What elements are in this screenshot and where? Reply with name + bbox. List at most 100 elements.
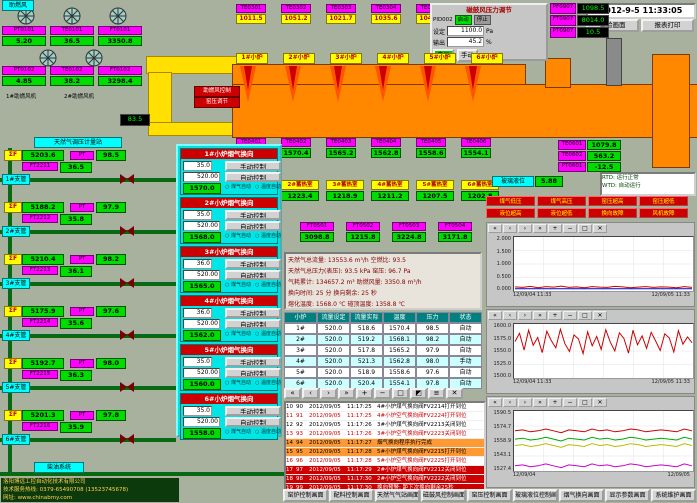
status-alarm-button[interactable]: 换向故障: [588, 208, 637, 218]
chart-toolbar-button[interactable]: ‹: [503, 311, 517, 320]
table-row[interactable]: 1# 520.0 518.6 1570.4 98.5 自动: [284, 323, 482, 334]
chart-toolbar-button[interactable]: »: [533, 311, 547, 320]
time-set-input[interactable]: 35.0: [183, 357, 212, 367]
time-set-input[interactable]: 36.0: [183, 259, 212, 269]
flow-set-input[interactable]: 520.00: [183, 417, 220, 427]
chart-toolbar-button[interactable]: +: [548, 224, 562, 233]
set-value-input[interactable]: 1100.0: [447, 26, 485, 36]
screen-button[interactable]: 报表打印: [641, 19, 694, 32]
gas-auto-radio[interactable]: 煤气自动: [225, 380, 251, 387]
chart-toolbar-button[interactable]: ✕: [593, 224, 607, 233]
temp-auto-radio[interactable]: 温度自动: [255, 282, 281, 289]
auto-control-button[interactable]: 自动控制: [225, 172, 281, 182]
manual-control-button[interactable]: 手动控制: [225, 406, 281, 416]
toolbar-icon-button[interactable]: ✕: [446, 388, 463, 399]
chart-toolbar-button[interactable]: −: [563, 224, 577, 233]
chart-toolbar-button[interactable]: □: [578, 398, 592, 407]
toolbar-icon-button[interactable]: +: [356, 388, 373, 399]
chart-toolbar-button[interactable]: ‹: [503, 224, 517, 233]
nav-screen-button[interactable]: 窑压控制画面: [467, 489, 512, 502]
chart-toolbar-button[interactable]: «: [488, 398, 502, 407]
status-alarm-button[interactable]: 液位超低: [537, 208, 586, 218]
toolbar-icon-button[interactable]: «: [284, 388, 301, 399]
chart-toolbar-button[interactable]: ✕: [593, 398, 607, 407]
alarm-row[interactable]: 12 92 2012/09/05 11:17:26 3#小炉煤气换向阀FV221…: [286, 421, 484, 430]
status-alarm-button[interactable]: 窑压超低: [639, 196, 688, 206]
chart-toolbar-button[interactable]: »: [533, 398, 547, 407]
alarm-row[interactable]: 13 93 2012/09/05 11:17:26 3#小炉空气换向阀FV222…: [286, 430, 484, 439]
alarm-row[interactable]: 17 97 2012/09/05 11:17:29 2#小炉煤气换向阀FV221…: [286, 466, 484, 475]
valve-icon[interactable]: [120, 225, 134, 237]
nav-screen-button[interactable]: 玻璃液位控制画面: [513, 489, 558, 502]
chart-toolbar-button[interactable]: ✕: [593, 311, 607, 320]
flow-set-input[interactable]: 520.00: [183, 221, 220, 231]
alarm-row[interactable]: 10 90 2012/09/05 11:17:25 4#小炉煤气换向阀FV221…: [286, 403, 484, 412]
port-label[interactable]: 5#小炉: [424, 53, 456, 64]
manual-control-button[interactable]: 手动控制: [225, 161, 281, 171]
nav-screen-button[interactable]: 天然气气站画面: [375, 489, 420, 502]
chart-toolbar-button[interactable]: □: [578, 224, 592, 233]
chart-toolbar-button[interactable]: −: [563, 398, 577, 407]
status-alarm-button[interactable]: 煤气低压: [486, 196, 535, 206]
chart-toolbar-button[interactable]: «: [488, 311, 502, 320]
port-label[interactable]: 2#小炉: [283, 53, 315, 64]
valve-icon[interactable]: [120, 433, 134, 445]
manual-control-button[interactable]: 手动控制: [225, 210, 281, 220]
toolbar-icon-button[interactable]: ≡: [428, 388, 445, 399]
auto-control-button[interactable]: 自动控制: [225, 319, 281, 329]
table-row[interactable]: 3# 520.0 517.8 1565.2 97.9 自动: [284, 345, 482, 356]
flow-set-input[interactable]: 520.00: [183, 172, 220, 182]
temp-auto-radio[interactable]: 温度自动: [255, 184, 281, 191]
chart-toolbar-button[interactable]: +: [548, 311, 562, 320]
chart-toolbar-button[interactable]: ›: [518, 398, 532, 407]
gas-auto-radio[interactable]: 煤气自动: [225, 331, 251, 338]
nav-screen-button[interactable]: 配料控制画面: [329, 489, 374, 502]
alarm-row[interactable]: 18 98 2012/09/05 11:17:30 2#小炉空气换向阀FV222…: [286, 475, 484, 484]
port-label[interactable]: 3#小炉: [330, 53, 362, 64]
toolbar-icon-button[interactable]: ‹: [302, 388, 319, 399]
alarm-row[interactable]: 19 99 2012/09/05 11:17:30 换向预警: 距下次换向剩余2…: [286, 484, 484, 489]
chart-toolbar-button[interactable]: □: [578, 311, 592, 320]
flow-set-input[interactable]: 520.00: [183, 319, 220, 329]
nav-screen-button[interactable]: 系统维护画面: [651, 489, 696, 502]
toolbar-icon-button[interactable]: ◩: [410, 388, 427, 399]
alarm-row[interactable]: 15 95 2012/09/05 11:17:28 5#小炉煤气换向阀FV221…: [286, 448, 484, 457]
gas-auto-radio[interactable]: 煤气自动: [225, 429, 251, 436]
toolbar-icon-button[interactable]: −: [374, 388, 391, 399]
time-set-input[interactable]: 35.0: [183, 161, 212, 171]
chart-toolbar-button[interactable]: +: [548, 398, 562, 407]
auto-control-button[interactable]: 自动控制: [225, 368, 281, 378]
nav-screen-button[interactable]: 烟气换向画面: [559, 489, 604, 502]
chart-toolbar-button[interactable]: »: [533, 224, 547, 233]
status-alarm-button[interactable]: 液位超高: [486, 208, 535, 218]
temp-auto-radio[interactable]: 温度自动: [255, 233, 281, 240]
toolbar-icon-button[interactable]: ›: [320, 388, 337, 399]
valve-icon[interactable]: [120, 277, 134, 289]
valve-icon[interactable]: [120, 381, 134, 393]
auto-control-button[interactable]: 自动控制: [225, 270, 281, 280]
alarm-row[interactable]: 14 94 2012/09/05 11:17:27 烟气换向程序执行完成: [286, 439, 484, 448]
nav-screen-button[interactable]: 磁鼓风控制画面: [421, 489, 466, 502]
temp-auto-radio[interactable]: 温度自动: [255, 380, 281, 387]
auto-control-button[interactable]: 自动控制: [225, 417, 281, 427]
alarm-row[interactable]: 16 96 2012/09/05 11:17:28 5#小炉空气换向阀FV222…: [286, 457, 484, 466]
table-row[interactable]: 6# 520.0 520.4 1554.1 97.8 自动: [284, 378, 482, 389]
gas-auto-radio[interactable]: 煤气自动: [225, 184, 251, 191]
valve-icon[interactable]: [120, 329, 134, 341]
port-label[interactable]: 4#小炉: [377, 53, 409, 64]
chart-toolbar-button[interactable]: ›: [518, 311, 532, 320]
manual-control-button[interactable]: 手动控制: [225, 357, 281, 367]
toolbar-icon-button[interactable]: □: [392, 388, 409, 399]
flow-set-input[interactable]: 520.00: [183, 270, 220, 280]
time-set-input[interactable]: 36.0: [183, 308, 212, 318]
gas-auto-radio[interactable]: 煤气自动: [225, 282, 251, 289]
toolbar-icon-button[interactable]: »: [338, 388, 355, 399]
alarm-row[interactable]: 11 91 2012/09/05 11:17:25 4#小炉空气换向阀FV222…: [286, 412, 484, 421]
chart-toolbar-button[interactable]: ›: [518, 224, 532, 233]
chart-toolbar-button[interactable]: ‹: [503, 398, 517, 407]
port-label[interactable]: 1#小炉: [236, 53, 268, 64]
status-alarm-button[interactable]: 煤气高压: [537, 196, 586, 206]
temp-auto-radio[interactable]: 温度自动: [255, 331, 281, 338]
status-alarm-button[interactable]: 窑压超高: [588, 196, 637, 206]
table-row[interactable]: 2# 520.0 519.2 1568.1 98.2 自动: [284, 334, 482, 345]
